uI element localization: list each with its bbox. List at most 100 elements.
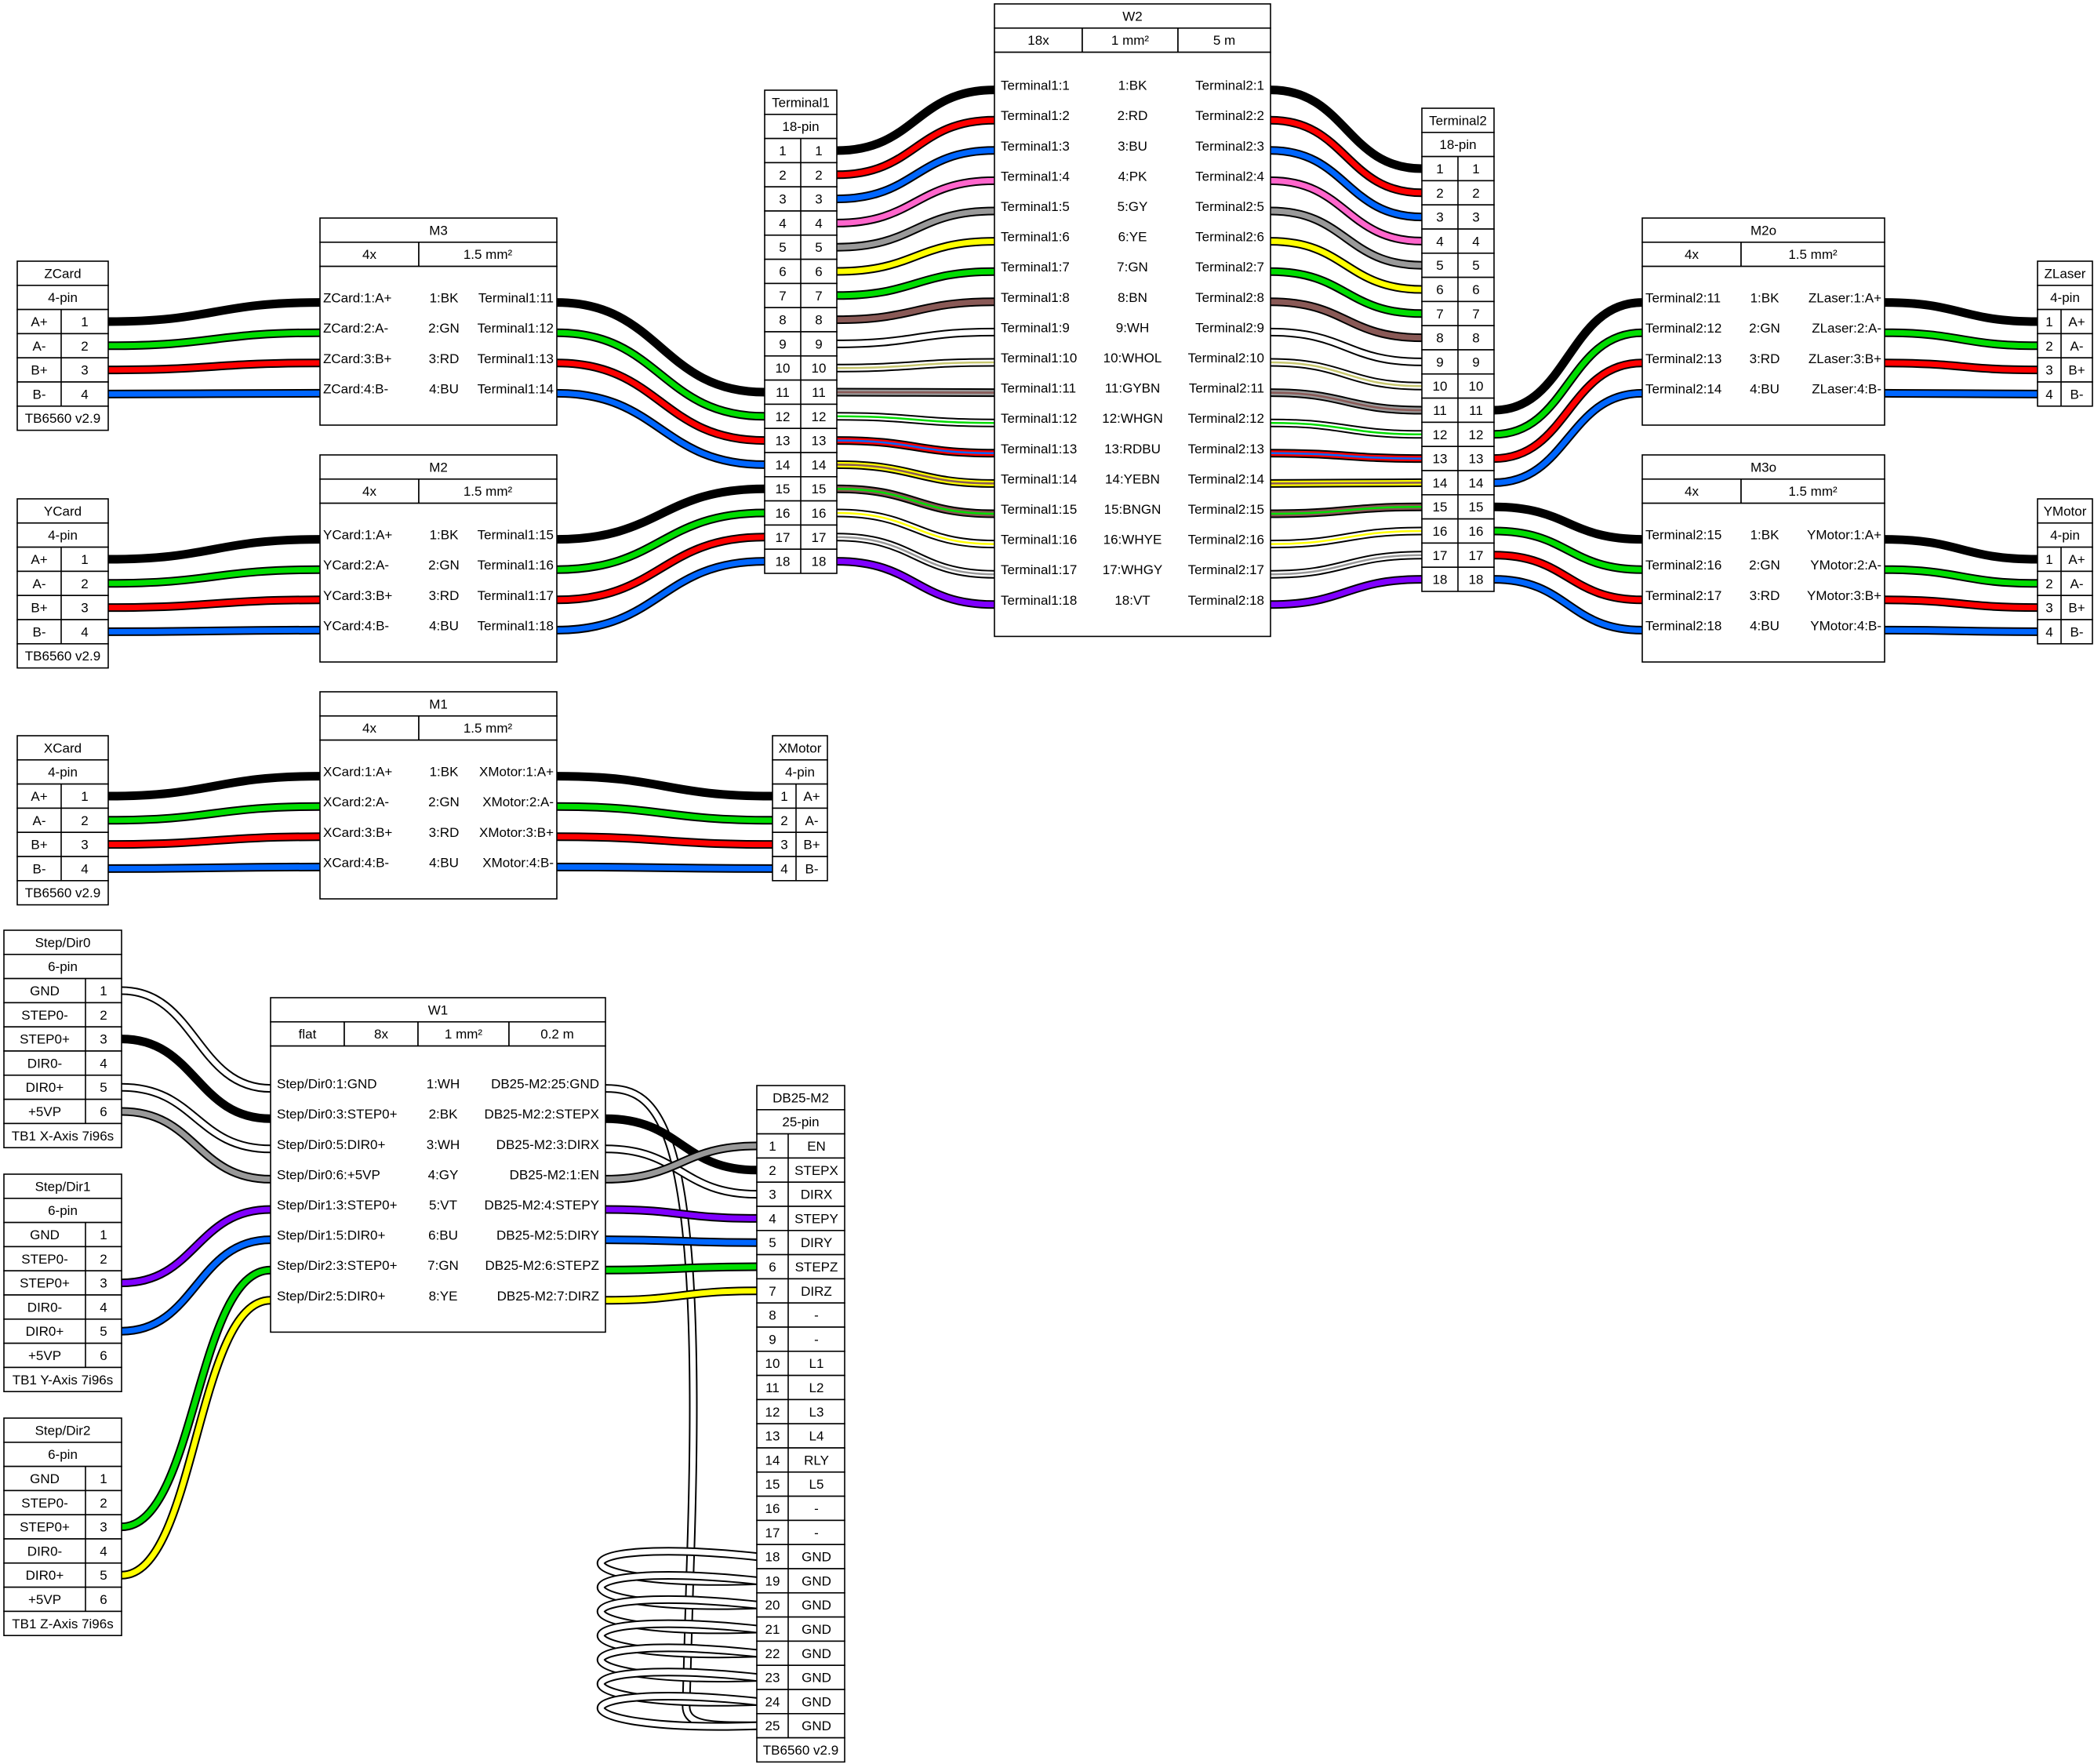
connector-pin-row: B+3 [16, 831, 109, 857]
pin-number: 16 [1433, 524, 1448, 539]
pin-label: 11 [1469, 403, 1483, 418]
cable-attr: 0.2 m [540, 1027, 574, 1042]
pin-label: 11 [812, 385, 826, 400]
pin-label: GND [802, 1646, 831, 1661]
pin-label: 15 [812, 482, 827, 496]
pin-label: 13 [1469, 452, 1484, 467]
cable-name: W2 [1122, 9, 1143, 24]
connector-name: XMotor [779, 740, 822, 755]
pin-label: L5 [809, 1477, 824, 1492]
cable-to: Terminal1:14 [478, 381, 554, 396]
pin-label: 4 [1472, 234, 1479, 249]
pin-label: 17 [812, 530, 827, 545]
pin-number: 3 [81, 363, 88, 378]
cable-attr-cell [1740, 241, 1885, 267]
pin-number: 3 [1436, 210, 1443, 225]
pin-label: B- [2070, 387, 2084, 402]
pin-cell [772, 807, 828, 834]
pin-number: 13 [1433, 452, 1448, 467]
pin-cell [3, 1586, 122, 1613]
cable-attr: 4x [1685, 247, 1699, 262]
pin-number: 4 [100, 1544, 107, 1559]
connector-pin-row: DIR0-4 [3, 1294, 122, 1320]
pin-number: 24 [765, 1694, 780, 1709]
pin-number: 7 [769, 1284, 776, 1299]
pin-cell [756, 1447, 845, 1473]
connector-note: TB6560 v2.9 [25, 886, 100, 900]
cable-wire: 17:WHGY [1103, 562, 1163, 577]
pin-cell [16, 807, 109, 834]
pin-label: A- [805, 813, 819, 828]
pin-label: 12 [1469, 427, 1484, 442]
connector-name: Step/Dir1 [35, 1179, 91, 1194]
pin-label: 17 [1469, 548, 1484, 563]
cable-to: YMotor:4:B- [1810, 618, 1881, 633]
pin-label: B+ [31, 363, 47, 378]
cable-wire: 4:BU [429, 618, 459, 633]
connector-pin-row: 13 13 [1421, 446, 1495, 471]
cable-from: Step/Dir2:5:DIR0+ [277, 1289, 385, 1304]
connector-name: YMotor [2044, 504, 2087, 518]
pin-number: 12 [1433, 427, 1448, 442]
cable-to: Terminal2:6 [1195, 230, 1264, 245]
cable-wire: 2:GN [428, 795, 460, 809]
pin-cell [756, 1157, 845, 1184]
cable-to: Terminal2:4 [1195, 169, 1264, 184]
pin-number: 10 [765, 1356, 780, 1371]
pin-cell [3, 1270, 122, 1296]
pin-number: 13 [776, 434, 791, 449]
pin-number: 3 [2045, 363, 2052, 378]
cable-wire: 13:RDBU [1104, 442, 1161, 456]
pin-number: 1 [1436, 162, 1443, 176]
pin-number: 6 [100, 1104, 107, 1119]
pin-cell [756, 1206, 845, 1231]
pin-label: GND [802, 1598, 831, 1613]
cable-title-cell [319, 454, 558, 480]
cable-attr: 1.5 mm² [464, 721, 513, 736]
cable-body [319, 265, 558, 426]
connector-name: Step/Dir0 [35, 935, 91, 950]
cable-from: Step/Dir0:3:STEP0+ [277, 1107, 398, 1122]
cable-attr-cell [1177, 27, 1271, 53]
pin-number: 21 [765, 1622, 780, 1637]
pin-label: DIRX [801, 1188, 833, 1202]
cable-to: Terminal1:18 [478, 618, 554, 633]
pin-number: 4 [100, 1300, 107, 1315]
connector-pin-row: STEP0+3 [3, 1514, 122, 1540]
pin-number: 2 [779, 168, 786, 183]
cable-to: DB25-M2:3:DIRX [496, 1137, 599, 1152]
pin-number: 4 [2045, 387, 2052, 402]
pin-cell [2037, 570, 2093, 597]
connector-title-cell [756, 1085, 845, 1111]
connector-pin-row: 16- [756, 1495, 845, 1522]
pin-number: 4 [100, 1056, 107, 1071]
pin-cell [3, 1489, 122, 1516]
cable-wire: 3:WH [427, 1137, 460, 1152]
pin-cell [756, 1616, 845, 1642]
connector-pin-row: DIR0-4 [3, 1538, 122, 1564]
pin-label: 8 [1472, 331, 1479, 346]
pin-cell [756, 1133, 845, 1159]
pin-number: 3 [769, 1188, 776, 1202]
cable-from: YCard:4:B- [323, 618, 389, 633]
cable-attr: 5 m [1213, 33, 1235, 48]
cable-to: ZLaser:2:A- [1812, 321, 1881, 336]
pin-number: 2 [769, 1163, 776, 1178]
pin-number: 18 [765, 1550, 780, 1565]
cable-wire: 10:WHOL [1103, 351, 1162, 366]
